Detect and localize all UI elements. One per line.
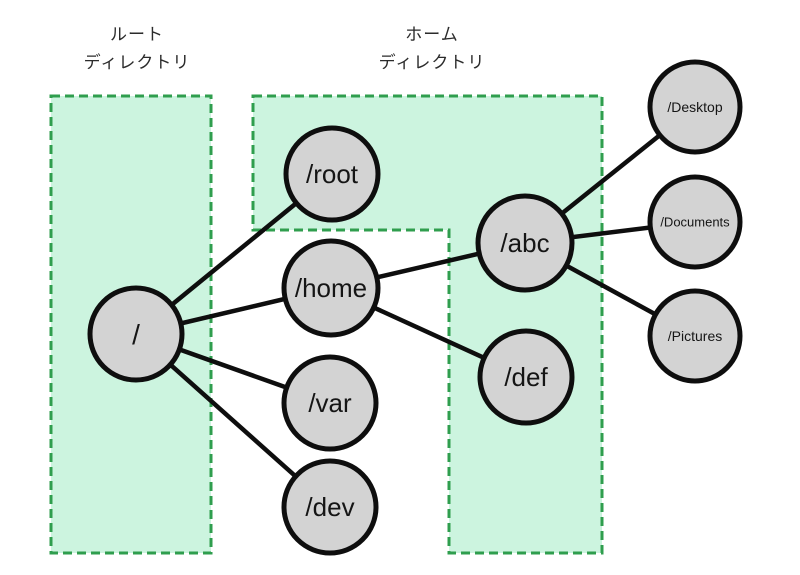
node-def: /def [477, 328, 575, 426]
node-dev-label: /dev [305, 492, 354, 522]
node-var-label: /var [308, 388, 352, 418]
node-pictures-circle [647, 288, 743, 384]
node-documents: /Documents [647, 174, 743, 270]
node-home: /home [281, 238, 381, 338]
home-directory-label: ホーム ディレクトリ [379, 21, 486, 77]
node-desktop-label: /Desktop [667, 99, 722, 115]
node-abc: /abc [475, 193, 575, 293]
node-home-label: /home [295, 273, 367, 303]
node-dev-circle [281, 458, 379, 556]
node-pictures-label: /Pictures [668, 328, 722, 344]
node-slash-label: / [132, 319, 140, 350]
root-directory-label-line2: ディレクトリ [83, 53, 191, 72]
node-abc-circle [475, 193, 575, 293]
node-slash: / [87, 285, 185, 383]
node-slash-circle [87, 285, 185, 383]
node-desktop-circle [647, 59, 743, 155]
node-def-label: /def [504, 362, 548, 392]
node-dev: /dev [281, 458, 379, 556]
node-def-circle [477, 328, 575, 426]
node-var-circle [281, 354, 379, 452]
node-desktop: /Desktop [647, 59, 743, 155]
node-root-circle [283, 125, 381, 223]
node-documents-circle [647, 174, 743, 270]
node-home-circle [281, 238, 381, 338]
root-directory-label-line1: ルート [110, 25, 164, 44]
home-directory-label-line2: ディレクトリ [378, 53, 486, 72]
node-var: /var [281, 354, 379, 452]
node-pictures: /Pictures [647, 288, 743, 384]
node-abc-label: /abc [500, 228, 549, 258]
node-root: /root [283, 125, 381, 223]
home-directory-label-line1: ホーム [405, 25, 459, 44]
root-directory-label: ルート ディレクトリ [84, 21, 191, 77]
node-root-label: /root [306, 159, 359, 189]
node-documents-label: /Documents [660, 215, 730, 230]
